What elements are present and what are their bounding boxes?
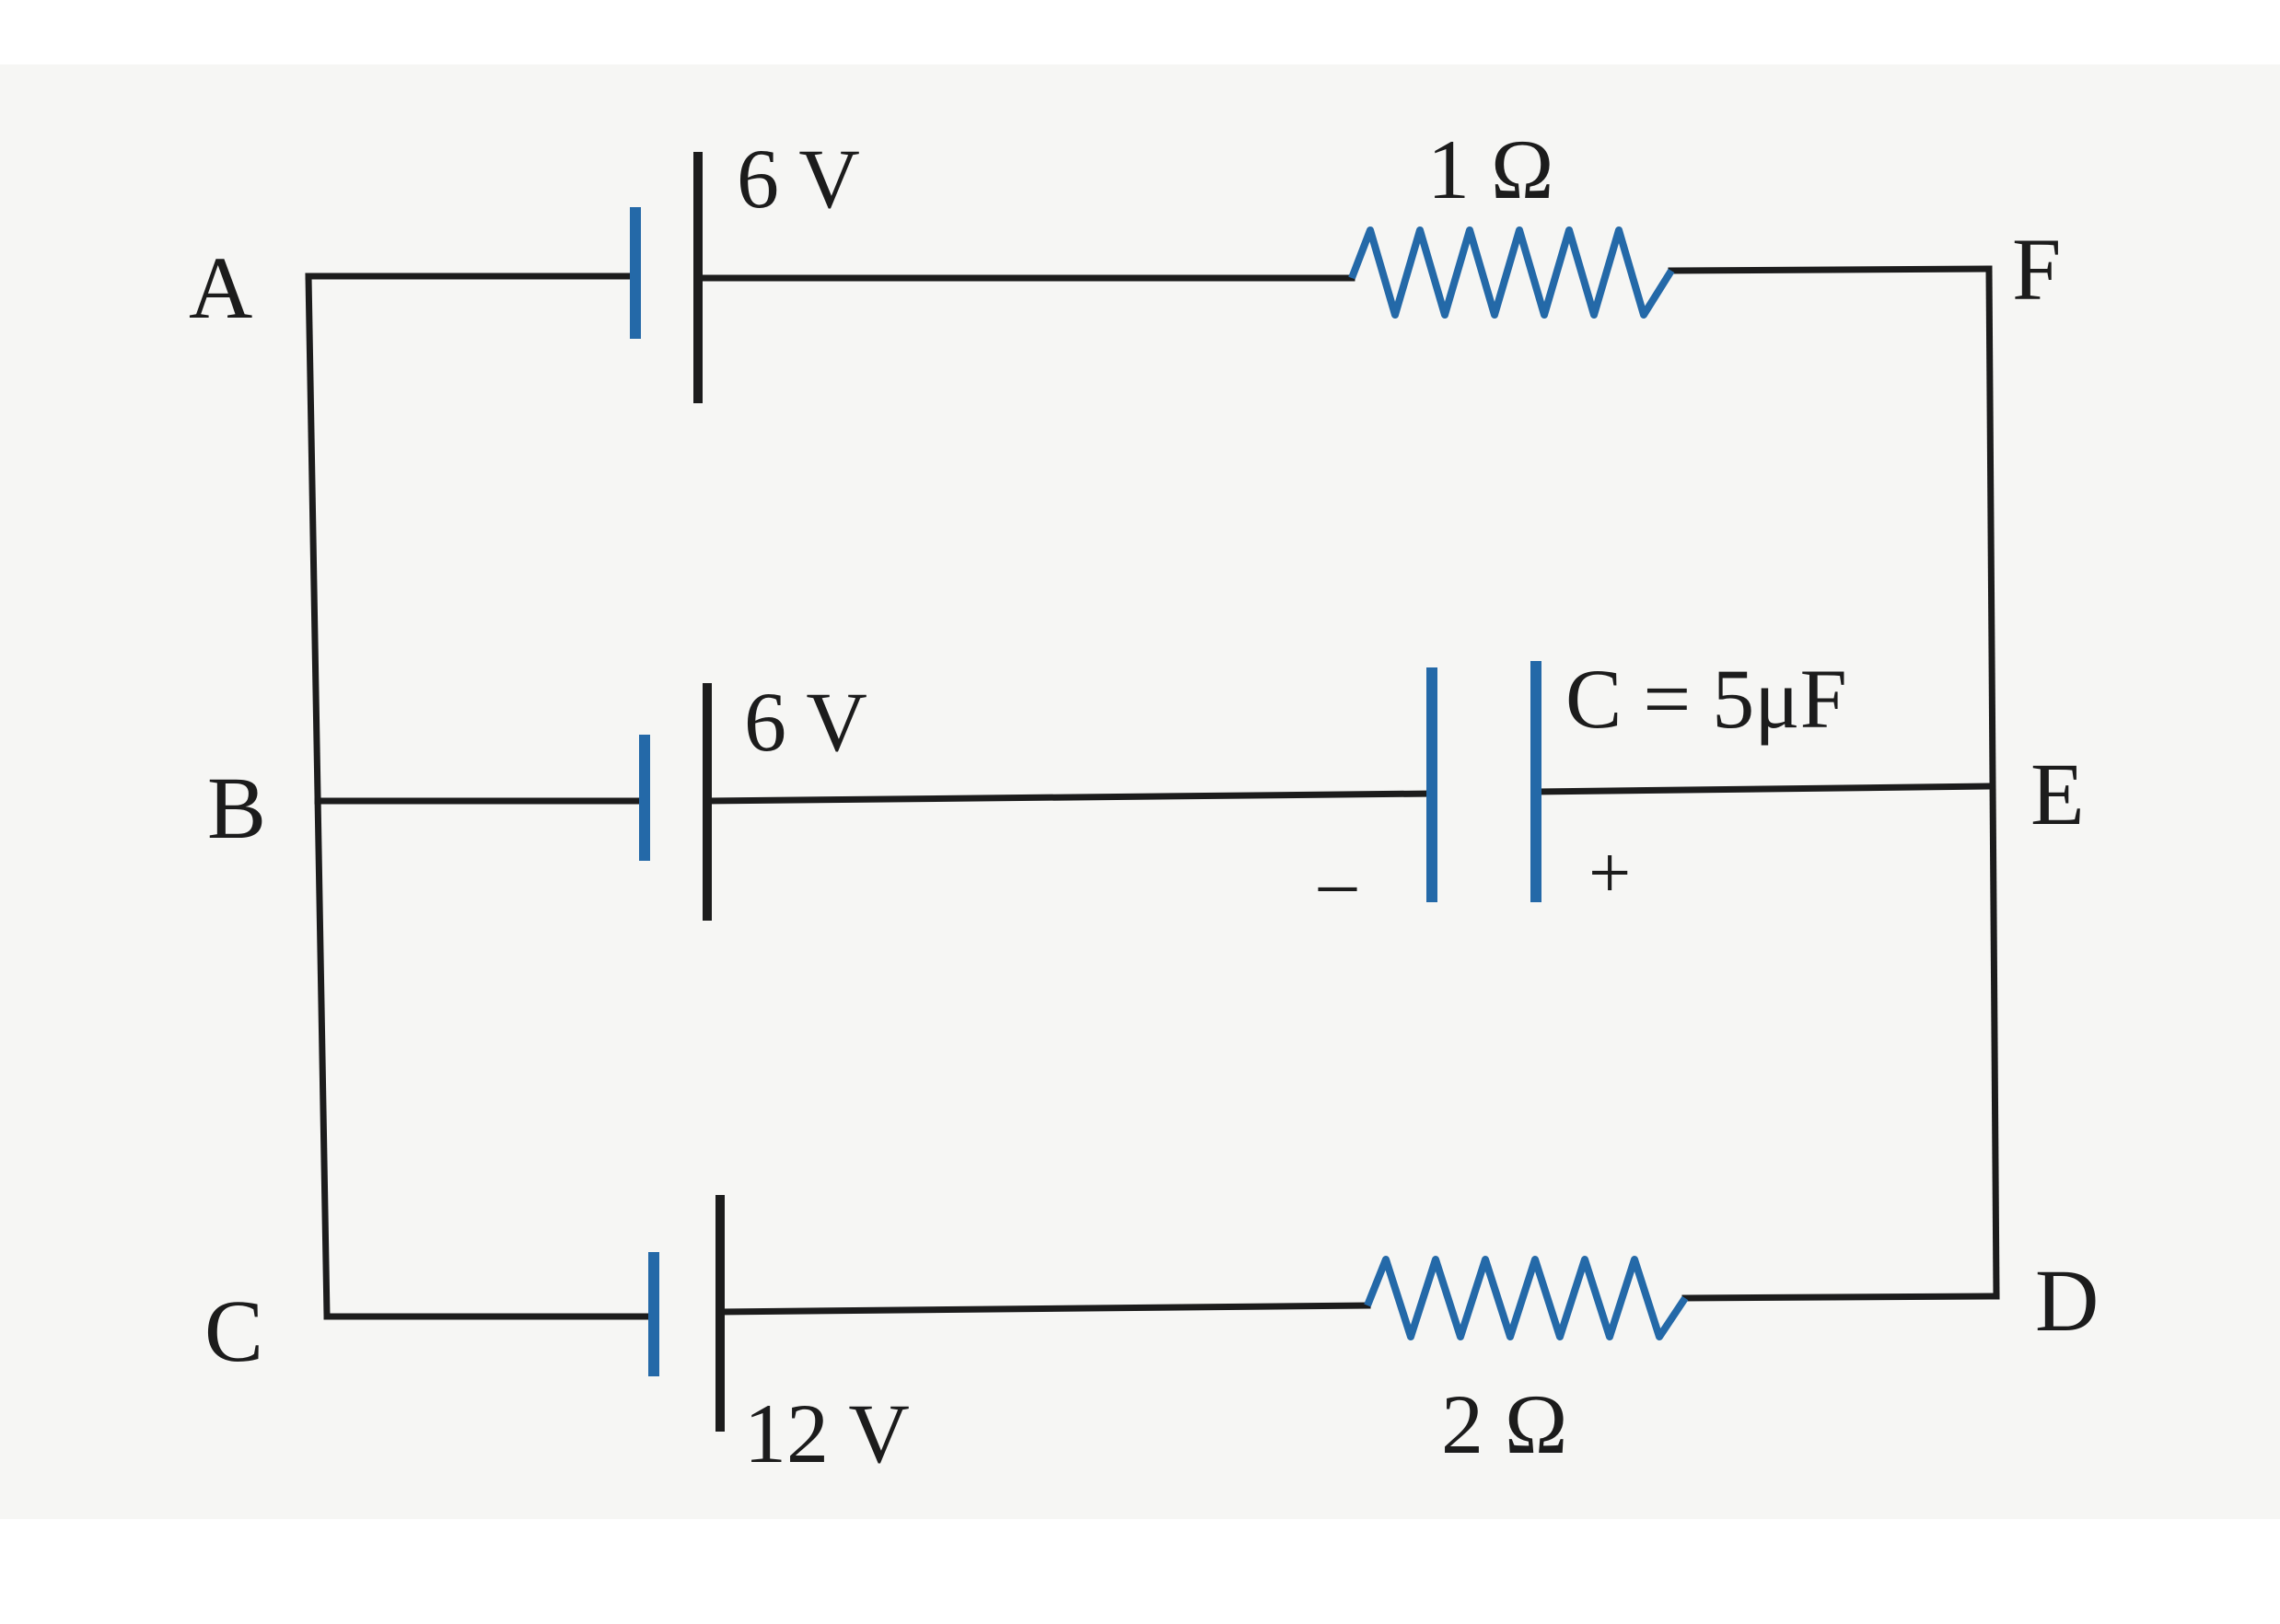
paper-background (0, 64, 2280, 1519)
wire-right (1985, 265, 2000, 1300)
battery-middle (639, 683, 712, 921)
battery-top-label: 6 V (737, 132, 860, 226)
wire-bottom-mid (716, 1302, 1371, 1316)
capacitor-label: C = 5μF (1565, 652, 1847, 746)
resistor-bottom-zigzag (1364, 1256, 1689, 1340)
node-label-e: E (2030, 745, 2085, 843)
wire-left (305, 273, 331, 1320)
battery-bottom-label: 12 V (744, 1386, 910, 1480)
node-label-f: F (2012, 220, 2061, 319)
resistor-bottom (1364, 1256, 1689, 1340)
wire-mid-right (1532, 783, 1995, 795)
capacitor-minus-sign: – (1318, 840, 1357, 923)
resistor-top-zigzag (1348, 226, 1675, 319)
resistor-top (1348, 226, 1675, 319)
wire-mid-center (704, 790, 1436, 805)
capacitor-plus-sign: + (1588, 830, 1631, 914)
node-label-c: C (204, 1282, 263, 1380)
resistor-bottom-label: 2 Ω (1441, 1377, 1567, 1471)
battery-top (630, 152, 703, 403)
resistor-top-label: 1 Ω (1427, 122, 1553, 216)
battery-bottom (648, 1195, 725, 1432)
battery-middle-label: 6 V (744, 675, 867, 769)
node-label-b: B (207, 759, 266, 857)
node-label-a: A (189, 238, 252, 337)
wire-top-right (1668, 265, 1993, 274)
wire-bottom-right (1681, 1293, 2000, 1302)
capacitor (1426, 661, 1541, 902)
node-label-d: D (2035, 1251, 2099, 1350)
